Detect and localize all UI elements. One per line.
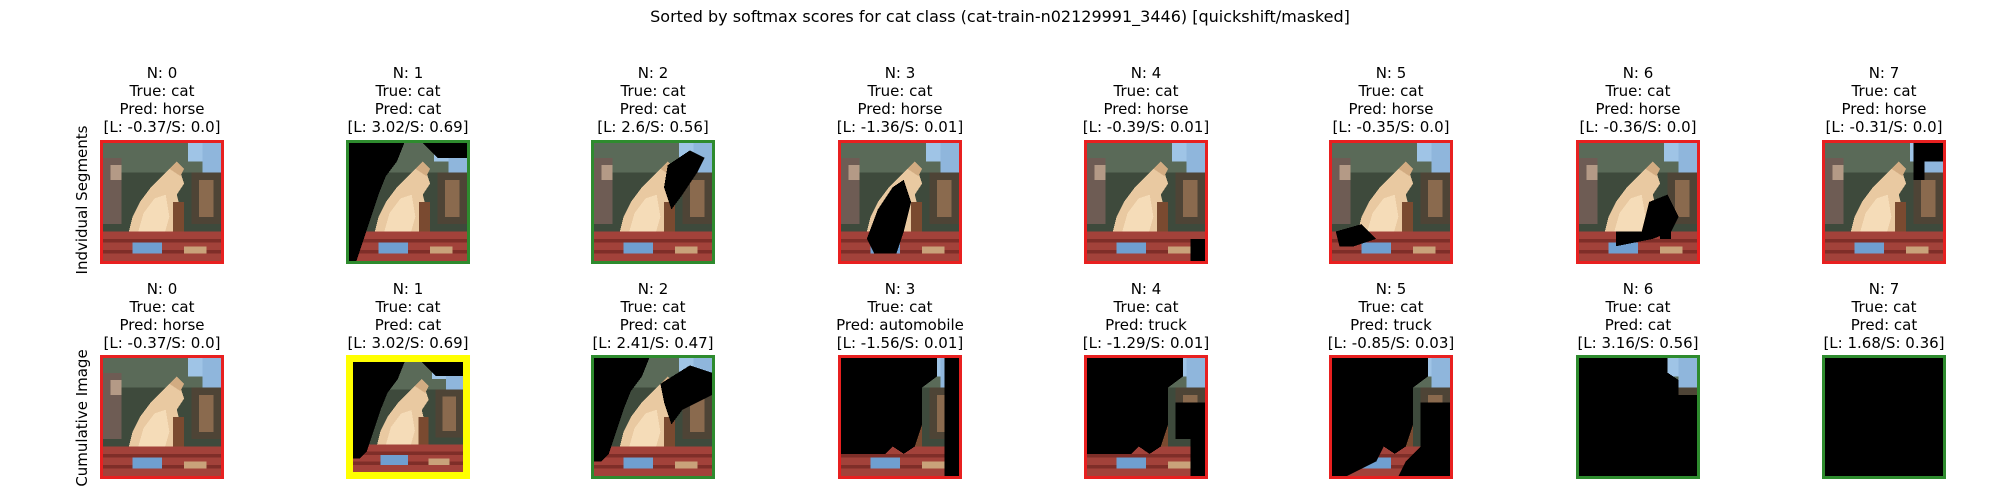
panel-score: [L: 3.02/S: 0.69] (347, 118, 469, 136)
panel-pred-label: Pred: automobile (836, 316, 964, 334)
panel-true-label: True: cat (1851, 82, 1917, 100)
panel-true-label: True: cat (1851, 298, 1917, 316)
panel-score: [L: 3.16/S: 0.56] (1577, 334, 1699, 352)
panel-score: [L: -0.37/S: 0.0] (103, 334, 221, 352)
panel-score: [L: -0.35/S: 0.0] (1332, 118, 1450, 136)
panel-index: N: 4 (1130, 280, 1162, 298)
panel-true-label: True: cat (129, 82, 195, 100)
panel-thumbnail-graphic (1579, 358, 1697, 476)
panel-image (1084, 140, 1208, 264)
panel-thumbnail-graphic (103, 143, 221, 261)
panel-image (591, 355, 715, 479)
panel-thumbnail-graphic (1825, 143, 1943, 261)
panel-image (100, 355, 224, 479)
panel-true-label: True: cat (867, 298, 933, 316)
panel-image (1576, 140, 1700, 264)
panel-score: [L: 3.02/S: 0.69] (347, 334, 469, 352)
panel-thumbnail-graphic (1332, 358, 1450, 476)
panel-index: N: 2 (637, 280, 669, 298)
panel-true-label: True: cat (375, 298, 441, 316)
panel-pred-label: Pred: cat (1604, 316, 1672, 334)
panel-score: [L: -0.39/S: 0.01] (1082, 118, 1210, 136)
row-label-individual-segments: Indvidual Segments (73, 125, 91, 275)
panel-image (346, 140, 470, 264)
panel-true-label: True: cat (129, 298, 195, 316)
panel-image (1576, 355, 1700, 479)
panel-score: [L: -1.36/S: 0.01] (836, 118, 964, 136)
panel-index: N: 1 (392, 64, 424, 82)
panel-true-label: True: cat (1358, 298, 1424, 316)
panel-pred-label: Pred: horse (1841, 100, 1927, 118)
panel-index: N: 4 (1130, 64, 1162, 82)
panel-index: N: 3 (884, 64, 916, 82)
panel-score: [L: 2.6/S: 0.56] (597, 118, 709, 136)
panel-thumbnail-graphic (1579, 143, 1697, 261)
panel-score: [L: -1.29/S: 0.01] (1082, 334, 1210, 352)
panel-score: [L: 2.41/S: 0.47] (592, 334, 714, 352)
panel-thumbnail-graphic (1332, 143, 1450, 261)
panel-image (838, 140, 962, 264)
panel-score: [L: -0.31/S: 0.0] (1825, 118, 1943, 136)
panel-index: N: 0 (146, 280, 178, 298)
panel-thumbnail-graphic (1087, 358, 1205, 476)
panel-pred-label: Pred: truck (1105, 316, 1187, 334)
panel-score: [L: -1.56/S: 0.01] (836, 334, 964, 352)
panel-thumbnail-graphic (103, 358, 221, 476)
row-label-cumulative-image: Cumulative Image (73, 349, 91, 487)
panel-pred-label: Pred: horse (119, 100, 205, 118)
panel-thumbnail-graphic (349, 143, 467, 261)
panel-index: N: 2 (637, 64, 669, 82)
panel-true-label: True: cat (1605, 298, 1671, 316)
panel-thumbnail-graphic (353, 362, 463, 472)
panel-pred-label: Pred: cat (619, 316, 687, 334)
panel-thumbnail-graphic (841, 143, 959, 261)
panel-pred-label: Pred: horse (119, 316, 205, 334)
panel-true-label: True: cat (375, 82, 441, 100)
panel-score: [L: -0.85/S: 0.03] (1327, 334, 1455, 352)
panel-image (1084, 355, 1208, 479)
panel-pred-label: Pred: cat (1850, 316, 1918, 334)
panel-true-label: True: cat (620, 82, 686, 100)
panel-true-label: True: cat (1358, 82, 1424, 100)
panel-thumbnail-graphic (1825, 358, 1943, 476)
panel-thumbnail-graphic (594, 358, 712, 476)
panel-pred-label: Pred: truck (1350, 316, 1432, 334)
panel-pred-label: Pred: horse (1348, 100, 1434, 118)
panel-image (591, 140, 715, 264)
panel-index: N: 7 (1868, 280, 1900, 298)
panel-index: N: 6 (1622, 280, 1654, 298)
panel-image (1329, 140, 1453, 264)
panel-true-label: True: cat (1113, 298, 1179, 316)
panel-index: N: 3 (884, 280, 916, 298)
panel-score: [L: 1.68/S: 0.36] (1823, 334, 1945, 352)
panel-image (1822, 140, 1946, 264)
panel-index: N: 5 (1375, 64, 1407, 82)
figure-title: Sorted by softmax scores for cat class (… (650, 7, 1350, 26)
panel-true-label: True: cat (1605, 82, 1671, 100)
panel-image (838, 355, 962, 479)
panel-image (100, 140, 224, 264)
panel-thumbnail-graphic (594, 143, 712, 261)
panel-image (1329, 355, 1453, 479)
panel-score: [L: -0.37/S: 0.0] (103, 118, 221, 136)
panel-true-label: True: cat (620, 298, 686, 316)
panel-image (1822, 355, 1946, 479)
panel-pred-label: Pred: horse (857, 100, 943, 118)
panel-true-label: True: cat (1113, 82, 1179, 100)
panel-thumbnail-graphic (1087, 143, 1205, 261)
panel-index: N: 5 (1375, 280, 1407, 298)
panel-score: [L: -0.36/S: 0.0] (1579, 118, 1697, 136)
panel-index: N: 7 (1868, 64, 1900, 82)
panel-true-label: True: cat (867, 82, 933, 100)
panel-index: N: 1 (392, 280, 424, 298)
panel-pred-label: Pred: cat (374, 100, 442, 118)
panel-index: N: 6 (1622, 64, 1654, 82)
panel-pred-label: Pred: horse (1595, 100, 1681, 118)
panel-thumbnail-graphic (841, 358, 959, 476)
panel-image (346, 355, 470, 479)
panel-pred-label: Pred: cat (619, 100, 687, 118)
panel-pred-label: Pred: cat (374, 316, 442, 334)
panel-pred-label: Pred: horse (1103, 100, 1189, 118)
panel-index: N: 0 (146, 64, 178, 82)
